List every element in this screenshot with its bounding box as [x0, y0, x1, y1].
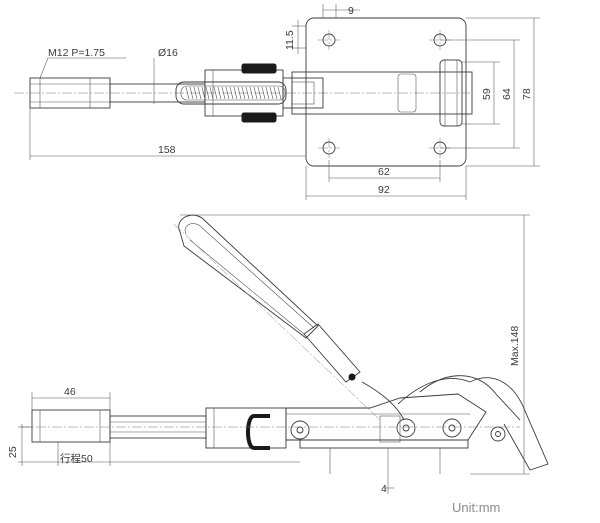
dim-4: 4 [381, 483, 387, 495]
bush-top [241, 63, 277, 74]
side-link [291, 71, 473, 115]
dim-78: 78 [521, 88, 533, 100]
bush-bottom [241, 112, 277, 123]
spring-coil-line [237, 86, 242, 100]
pivot-2 [396, 418, 416, 438]
linkage-block [282, 77, 324, 109]
dim-hole-spacing-x: 62 [378, 166, 390, 178]
dim-length: 158 [158, 144, 176, 156]
dim-hole-offset: 11.5 [284, 30, 296, 50]
handle-grip [178, 214, 319, 339]
dim-base-width: 92 [378, 184, 390, 196]
dim-25: 25 [7, 446, 19, 458]
spring-coil-line [273, 86, 278, 100]
side-view: 46 25 行程50 Max.148 4 [7, 214, 549, 495]
thread-label: M12 P=1.75 [48, 47, 105, 59]
side-base-plate [299, 439, 469, 449]
pivot-1 [290, 420, 310, 440]
dim-59: 59 [481, 88, 493, 100]
spring-coil-line [189, 86, 194, 100]
spring-coil-line [269, 86, 274, 100]
spring-coil-line [265, 86, 270, 100]
spring-coil-line [217, 86, 222, 100]
top-view: 9 11.5 M12 P=1.75 Ø16 158 62 92 59 [14, 4, 540, 200]
dim-max-height: Max.148 [509, 326, 521, 366]
dim-hole-width: 9 [348, 5, 354, 17]
spring-coil-line [241, 86, 246, 100]
spring-coil-line [201, 86, 206, 100]
base-plate-outline [305, 17, 467, 167]
spring-coil-line [221, 86, 226, 100]
spring-coil-line [209, 86, 214, 100]
u-clip [246, 414, 270, 450]
spring-coil-line [245, 86, 250, 100]
spring-coil-line [233, 86, 238, 100]
spring-coil-line [261, 86, 266, 100]
spring-coil-line [205, 86, 210, 100]
unit-label: Unit:mm [452, 500, 500, 515]
spring-coil-line [185, 86, 190, 100]
spring-coil-line [249, 86, 254, 100]
spring-tube [175, 81, 287, 105]
spring-coil-line [253, 86, 258, 100]
dim-64: 64 [501, 88, 513, 100]
spring-coil-line [225, 86, 230, 100]
spring-coil [185, 86, 282, 100]
side-link-body [285, 393, 487, 441]
dia-label: Ø16 [158, 47, 178, 59]
side-housing [205, 407, 287, 449]
spring-coil-line [257, 86, 262, 100]
dim-stroke: 行程50 [60, 452, 93, 465]
pivot-4 [490, 426, 506, 442]
spring-coil-line [213, 86, 218, 100]
spring-coil-line [193, 86, 198, 100]
side-threaded-end [31, 409, 111, 443]
handle-lever [303, 323, 361, 383]
spring-coil-line [277, 86, 282, 100]
spring-coil-line [197, 86, 202, 100]
dim-46: 46 [64, 386, 76, 398]
pivot-3 [442, 418, 462, 438]
lever-pivot [348, 373, 356, 381]
spring-coil-line [229, 86, 234, 100]
